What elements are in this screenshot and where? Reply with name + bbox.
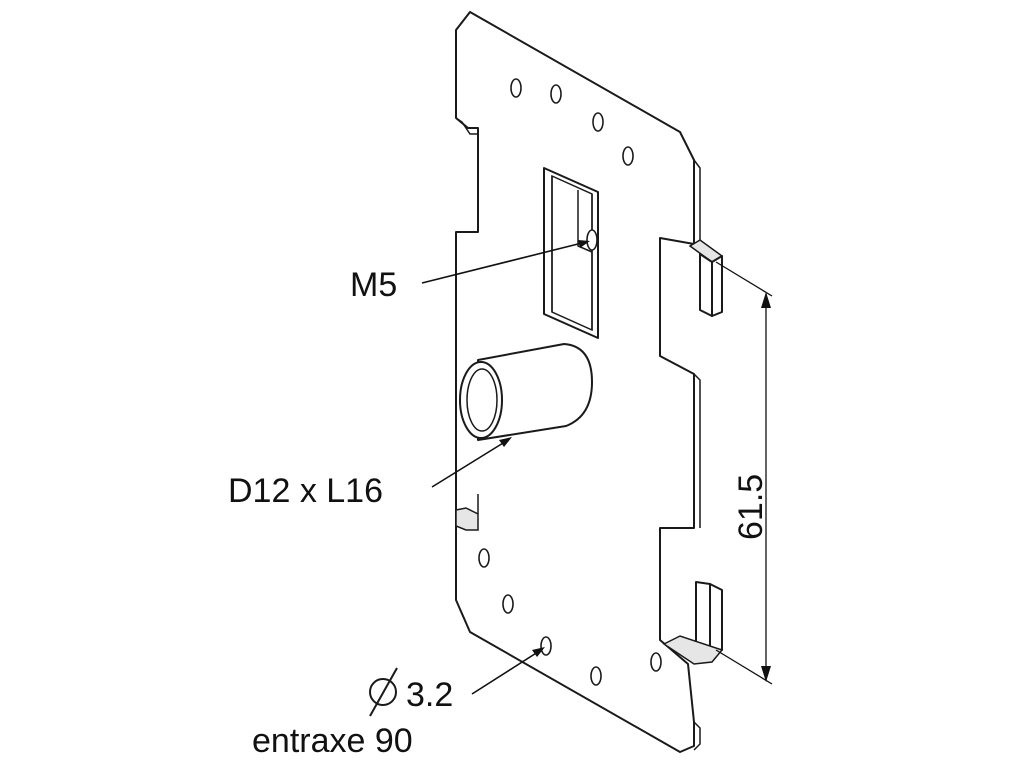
pin	[459, 343, 593, 441]
hole	[478, 548, 490, 568]
hole	[590, 666, 602, 686]
hole	[510, 78, 522, 98]
dimension-label: 61.5	[732, 474, 770, 540]
m5-label: M5	[350, 266, 397, 304]
m5-slot	[543, 167, 599, 339]
diameter-icon	[369, 667, 398, 717]
slot-outer	[543, 167, 599, 339]
diameter-circle	[369, 678, 397, 706]
upper-tab-side	[711, 255, 723, 317]
lower-tab	[662, 581, 724, 665]
m5-leader	[421, 241, 587, 284]
m5-leader-arrow	[578, 240, 590, 248]
hole	[622, 146, 634, 166]
dimension-arrow-top	[761, 292, 771, 308]
hole	[550, 84, 562, 104]
pin-label: D12 x L16	[228, 472, 383, 510]
hole-diameter-label: 3.2	[406, 676, 453, 714]
dimension-arrow-bottom	[761, 666, 771, 682]
extension-line-top	[715, 261, 773, 297]
mounting-holes	[478, 78, 662, 686]
upper-notch-edge	[455, 117, 478, 135]
leaders	[421, 240, 590, 695]
dimension-61-5	[715, 261, 773, 685]
hole	[650, 652, 662, 672]
diameter-slash	[369, 667, 398, 717]
hole	[502, 594, 514, 614]
upper-tab	[688, 239, 724, 317]
slot-depth	[551, 176, 593, 330]
lower-notch-edge	[455, 494, 479, 514]
lower-tab-side	[709, 583, 723, 651]
lower-notch	[455, 507, 479, 531]
extension-line-bottom	[715, 649, 773, 685]
plate-edge	[693, 159, 701, 751]
hole	[592, 112, 604, 132]
pin-leader	[431, 439, 509, 488]
pin-end-chamfer	[466, 368, 498, 432]
m5-thread-hole	[586, 229, 598, 251]
upper-tab-front	[699, 253, 713, 317]
pin-body	[477, 343, 593, 441]
hole-leader-arrow	[532, 647, 545, 657]
hole	[540, 636, 552, 656]
pin-leader-arrow	[499, 437, 512, 447]
hole-spacing-label: entraxe 90	[252, 722, 413, 760]
hole-leader	[471, 649, 542, 695]
lower-tab-bend	[662, 635, 724, 665]
lower-tab-front	[695, 581, 711, 649]
